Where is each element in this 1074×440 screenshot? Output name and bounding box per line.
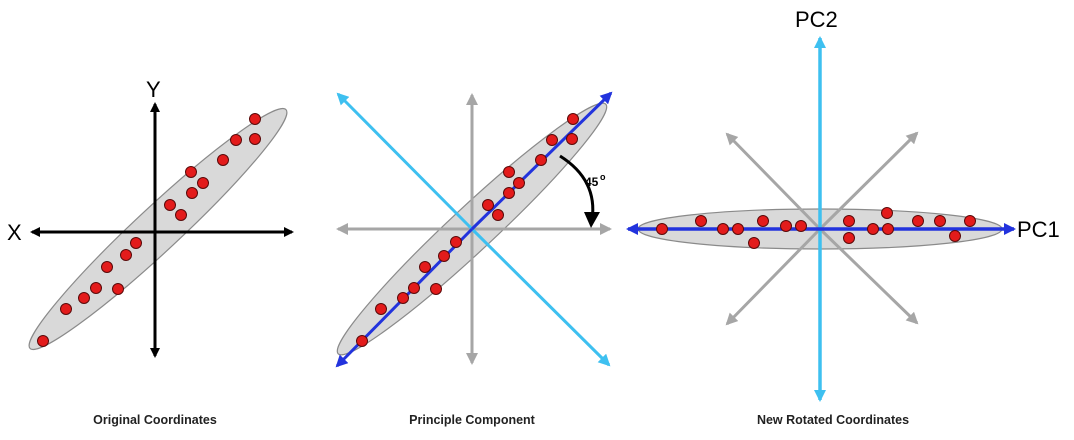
rotation-arrow-head-icon (584, 212, 600, 228)
y-axis-label: Y (146, 77, 161, 102)
data-point (546, 134, 558, 146)
panel-principle-component: 45 o Principle Component (335, 91, 613, 427)
data-point (419, 261, 431, 273)
data-point (217, 154, 229, 166)
data-point (450, 236, 462, 248)
data-point (356, 335, 368, 347)
data-point (397, 292, 409, 304)
data-point (90, 282, 102, 294)
data-point (249, 133, 261, 145)
data-point (748, 237, 760, 249)
data-point (717, 223, 729, 235)
data-point (780, 220, 792, 232)
data-point (37, 335, 49, 347)
data-point (175, 209, 187, 221)
pc1-axis-label: PC1 (1017, 217, 1060, 242)
data-point (535, 154, 547, 166)
data-point (78, 292, 90, 304)
data-point (408, 282, 420, 294)
data-point (130, 237, 142, 249)
data-point (912, 215, 924, 227)
data-point (843, 232, 855, 244)
data-point (656, 223, 668, 235)
data-point (438, 250, 450, 262)
data-point (197, 177, 209, 189)
data-point (566, 133, 578, 145)
rotation-angle-degree: o (600, 172, 606, 182)
data-point (186, 187, 198, 199)
data-point (101, 261, 113, 273)
panel-caption: Original Coordinates (93, 413, 217, 427)
panel-new-rotated-coordinates: PC1 PC2 New Rotated Coordinates (626, 7, 1060, 427)
pc2-axis-label: PC2 (795, 7, 838, 32)
data-point (732, 223, 744, 235)
data-point (513, 177, 525, 189)
data-point (934, 215, 946, 227)
rotation-angle-label: 45 (585, 175, 599, 189)
data-point (482, 199, 494, 211)
data-point (120, 249, 132, 261)
data-point (230, 134, 242, 146)
data-point (795, 220, 807, 232)
data-point (964, 215, 976, 227)
panel-caption: New Rotated Coordinates (757, 413, 909, 427)
data-point (60, 303, 72, 315)
x-axis-label: X (7, 220, 22, 245)
data-point (843, 215, 855, 227)
data-point (375, 303, 387, 315)
data-point (867, 223, 879, 235)
rotated-original-axis-arrow (818, 131, 919, 231)
data-points (37, 113, 261, 347)
data-point (881, 207, 893, 219)
data-point (430, 283, 442, 295)
data-point (757, 215, 769, 227)
data-point (503, 187, 515, 199)
data-point (949, 230, 961, 242)
data-points (356, 113, 579, 347)
pc2-axis-arrow (470, 227, 611, 367)
data-point (695, 215, 707, 227)
data-point (492, 209, 504, 221)
data-point (249, 113, 261, 125)
data-point (185, 166, 197, 178)
data-point (503, 166, 515, 178)
data-point (882, 223, 894, 235)
rotated-original-axis-arrow (818, 227, 919, 325)
panel-caption: Principle Component (409, 413, 536, 427)
pc2-axis-arrow (336, 92, 474, 231)
data-point (112, 283, 124, 295)
rotated-original-axis-arrow (725, 132, 822, 231)
rotated-original-axis-arrow (725, 227, 822, 326)
data-point (567, 113, 579, 125)
data-points (656, 207, 976, 249)
panel-original-coordinates: X Y Original Coordinates (7, 77, 294, 427)
data-point (164, 199, 176, 211)
